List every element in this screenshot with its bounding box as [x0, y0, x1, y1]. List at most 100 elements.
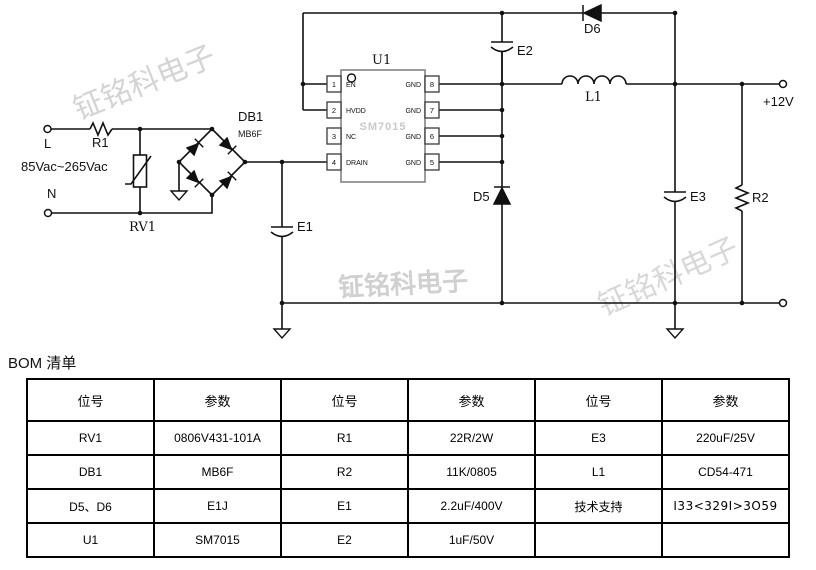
bom-header: 位号: [26, 378, 155, 422]
bom-cell: 1uF/50V: [407, 522, 536, 558]
ground-symbols: [169, 190, 685, 340]
label-l: L: [44, 136, 51, 151]
label-e2: E2: [517, 43, 533, 58]
label-n: N: [47, 186, 56, 201]
wires: [51, 12, 779, 329]
bom-cell: D5、D6: [26, 488, 155, 524]
schematic-labels: L R1 85Vac~265Vac N RV1 DB1 MB6F E1 U1 E…: [21, 21, 794, 235]
bom-cell: U1: [26, 522, 155, 558]
bom-cell-support-phone: I33<329I>3O59: [661, 488, 790, 524]
svg-text:GND: GND: [405, 82, 421, 89]
svg-text:GND: GND: [405, 160, 421, 167]
bom-cell: SM7015: [153, 522, 282, 558]
pin1-indicator-icon: [346, 73, 357, 83]
svg-text:DRAIN: DRAIN: [346, 160, 368, 167]
terminal-12v: [778, 79, 788, 89]
bom-cell: 技术支持: [534, 488, 663, 524]
bom-cell: R2: [280, 454, 409, 490]
bom-row: DB1 MB6F R2 11K/0805 L1 CD54-471: [26, 454, 790, 490]
bom-cell: RV1: [26, 420, 155, 456]
label-u1: U1: [372, 53, 391, 68]
bridge-outline: [177, 127, 247, 197]
label-r2: R2: [752, 190, 769, 205]
chip-marking: SM7015: [360, 121, 407, 133]
bom-header: 参数: [153, 378, 282, 422]
diode-icon: [185, 138, 204, 157]
svg-text:6: 6: [430, 132, 434, 141]
label-r1: R1: [92, 135, 109, 150]
bom-cell: 220uF/25V: [661, 420, 790, 456]
diode-icon: [185, 169, 204, 188]
label-rv1: RV1: [129, 220, 156, 235]
diode-icon: [218, 136, 237, 155]
bom-cell: 22R/2W: [407, 420, 536, 456]
bom-cell: E3: [534, 420, 663, 456]
label-d5: D5: [473, 189, 490, 204]
label-output-12v: +12V: [763, 94, 794, 109]
label-input-range: 85Vac~265Vac: [21, 159, 108, 174]
label-l1: L1: [585, 90, 602, 105]
svg-text:3: 3: [332, 132, 336, 141]
bom-cell: E1J: [153, 488, 282, 524]
bom-header: 参数: [661, 378, 790, 422]
bom-cell: MB6F: [153, 454, 282, 490]
capacitor-e3: [663, 84, 687, 303]
label-db1: DB1: [238, 109, 263, 124]
bom-row: U1 SM7015 E2 1uF/50V: [26, 522, 790, 558]
svg-text:HVDD: HVDD: [346, 108, 366, 115]
label-e1: E1: [297, 219, 313, 234]
bom-cell: [534, 522, 663, 558]
bom-table: 位号 参数 位号 参数 位号 参数 RV1 0806V431-101A R1 2…: [26, 378, 790, 558]
svg-text:2: 2: [332, 106, 336, 115]
diode-icon: [218, 171, 237, 190]
bom-header-row: 位号 参数 位号 参数 位号 参数: [26, 378, 790, 422]
capacitor-e2: [490, 13, 514, 84]
ground-icon: [272, 328, 292, 340]
bom-cell: [661, 522, 790, 558]
bom-header: 位号: [534, 378, 663, 422]
bom-cell: DB1: [26, 454, 155, 490]
junction-dots: [137, 10, 745, 306]
varistor-stroke: [125, 155, 152, 185]
bom-cell: R1: [280, 420, 409, 456]
bridge-db1: [185, 136, 237, 190]
bom-cell: 0806V431-101A: [153, 420, 282, 456]
bom-header: 位号: [280, 378, 409, 422]
bom-cell: L1: [534, 454, 663, 490]
pin-names: EN HVDD NC DRAIN GND GND GND GND: [346, 82, 421, 167]
bom-row: D5、D6 E1J E1 2.2uF/400V 技术支持 I33<329I>3O…: [26, 488, 790, 524]
label-e3: E3: [690, 189, 706, 204]
bom-title: BOM 清单: [8, 355, 77, 372]
ground-icon: [665, 328, 685, 340]
svg-text:NC: NC: [346, 134, 356, 141]
svg-text:1: 1: [332, 80, 336, 89]
label-d6: D6: [584, 21, 601, 36]
svg-text:5: 5: [430, 158, 434, 167]
svg-text:4: 4: [332, 158, 336, 167]
bom-cell: 11K/0805: [407, 454, 536, 490]
svg-text:GND: GND: [405, 108, 421, 115]
resistor-r1: [89, 120, 113, 138]
bom-cell: 2.2uF/400V: [407, 488, 536, 524]
svg-text:8: 8: [430, 80, 434, 89]
diode-d5: [492, 186, 512, 205]
terminal-return: [778, 298, 788, 308]
bom-cell: E1: [280, 488, 409, 524]
svg-text:GND: GND: [405, 134, 421, 141]
chip-u1: SM7015 1 2 3 4 8 7 6 5 EN HVDD NC: [326, 69, 440, 183]
pin-boxes: [326, 75, 440, 171]
resistor-r2: [733, 184, 751, 212]
capacitor-e1: [270, 162, 294, 303]
svg-text:7: 7: [430, 106, 434, 115]
bom-row: RV1 0806V431-101A R1 22R/2W E3 220uF/25V: [26, 420, 790, 456]
bom-header: 参数: [407, 378, 536, 422]
bom-cell: E2: [280, 522, 409, 558]
terminals: [43, 79, 788, 308]
varistor-rv1: [132, 154, 148, 188]
bom-cell: CD54-471: [661, 454, 790, 490]
terminal-n: [43, 208, 53, 218]
inductor-l1: [561, 75, 627, 85]
pin-numbers: 1 2 3 4 8 7 6 5: [332, 80, 434, 167]
circuit-schematic: SM7015 1 2 3 4 8 7 6 5 EN HVDD NC: [21, 3, 794, 340]
ground-icon: [169, 190, 189, 202]
